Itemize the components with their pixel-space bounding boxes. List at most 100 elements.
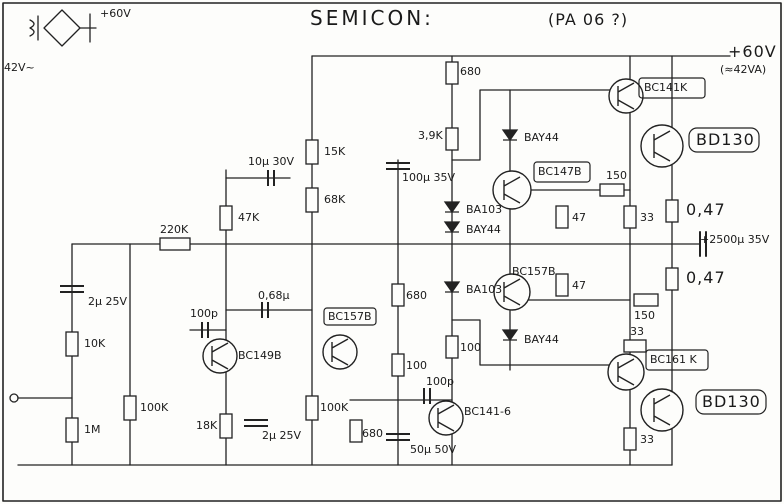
- r-100k-b-label: 100K: [320, 401, 349, 414]
- r-047-b-label: 0,47: [686, 268, 726, 287]
- q2-symbol: [331, 338, 349, 366]
- resistor-047-a: [665, 199, 679, 223]
- capacitor-2u-b: [244, 419, 268, 427]
- capacitor-068u: [261, 302, 269, 318]
- model-note: (PA 06 ?): [548, 10, 629, 29]
- q9-label: BD130: [702, 392, 761, 411]
- q7-label: BC161 K: [650, 353, 697, 366]
- q5-symbol: [503, 176, 521, 204]
- resistor-10k: [65, 331, 79, 357]
- schematic-title: SEMICON:: [310, 6, 434, 30]
- resistor-47-a: [555, 205, 569, 229]
- r-47-b-label: 47: [572, 279, 586, 292]
- q9-symbol: [653, 394, 671, 426]
- transistor-q3: [428, 400, 464, 436]
- q1-symbol: [211, 342, 229, 370]
- resistor-47-b: [555, 273, 569, 297]
- q7-label-box: [645, 349, 709, 371]
- r-47-a-label: 47: [572, 211, 586, 224]
- resistor-150-a: [599, 183, 625, 197]
- r-10k-label: 10K: [84, 337, 106, 350]
- c-2u-input-label: 2µ 25V: [88, 295, 128, 308]
- bridge-rectifier: [43, 9, 81, 47]
- capacitor-100u: [386, 162, 410, 170]
- r-100k-a-label: 100K: [140, 401, 169, 414]
- q6-symbol: [503, 278, 521, 306]
- diode-ba103-a: [443, 201, 461, 214]
- resistor-100-b: [445, 335, 459, 359]
- c-2u-b-label: 2µ 25V: [262, 429, 302, 442]
- transistor-q9: [640, 388, 684, 432]
- q1-label: BC149B: [238, 349, 282, 362]
- r-100-b-label: 100: [460, 341, 481, 354]
- q2-label-box: [323, 307, 377, 326]
- r-680-mid-label: 680: [406, 289, 427, 302]
- resistor-100k-b: [305, 395, 319, 421]
- mains-transformer: [29, 15, 39, 41]
- transistor-q1: [202, 338, 238, 374]
- diode-bay44-c: [501, 329, 519, 342]
- r-150-a-label: 150: [606, 169, 627, 182]
- q6-label: BC157B: [512, 265, 556, 278]
- capacitor-2u-input: [60, 285, 84, 293]
- q8-label-box: [688, 127, 760, 153]
- transistor-q2: [322, 334, 358, 370]
- q8-label: BD130: [696, 130, 755, 149]
- vas-link-upper: [451, 89, 631, 161]
- rail-voltage-label: +60V: [728, 42, 777, 61]
- rail-current-label: (≈42VA): [720, 63, 767, 76]
- r-680-bot-label: 680: [362, 427, 383, 440]
- c-2500u-label: +2500µ 35V: [700, 233, 770, 246]
- r-33-c-label: 33: [640, 433, 654, 446]
- capacitor-10u: [267, 170, 275, 186]
- c-068u-label: 0,68µ: [258, 289, 290, 302]
- r-33-a-label: 33: [640, 211, 654, 224]
- d1-label: BAY44: [524, 131, 559, 144]
- r-220k-label: 220K: [160, 223, 189, 236]
- q5-label: BC147B: [538, 165, 582, 178]
- c-100p-b-label: 100p: [426, 375, 454, 388]
- bridge-output-label: +60V: [100, 7, 131, 20]
- resistor-1m: [65, 417, 79, 443]
- capacitor-50u: [386, 433, 410, 441]
- transistor-q5: [492, 170, 532, 210]
- q4-label-box: [638, 77, 706, 99]
- capacitor-100p-a: [201, 322, 209, 338]
- d2-label: BA103: [466, 203, 503, 216]
- resistor-220k: [159, 237, 191, 251]
- q3-label: BC141-6: [464, 405, 511, 418]
- r-33-b-label: 33: [630, 325, 644, 338]
- transistor-q6: [493, 273, 531, 311]
- q8-symbol: [653, 130, 671, 162]
- c-10u-label: 10µ 30V: [248, 155, 295, 168]
- resistor-39k: [445, 127, 459, 151]
- c-50u-label: 50µ 50V: [410, 443, 457, 456]
- q9-label-box: [695, 389, 767, 415]
- c-100p-a-label: 100p: [190, 307, 218, 320]
- transistor-q8: [640, 124, 684, 168]
- r-1m-label: 1M: [84, 423, 101, 436]
- r-15k-label: 15K: [324, 145, 346, 158]
- resistor-680-top: [445, 61, 459, 85]
- output-capacitor: [699, 231, 707, 257]
- resistor-18k: [219, 413, 233, 439]
- q3-symbol: [437, 404, 455, 432]
- r-047-a-label: 0,47: [686, 200, 726, 219]
- d4-label: BA103: [466, 283, 503, 296]
- diode-ba103-b: [443, 281, 461, 294]
- resistor-680-mid: [391, 283, 405, 307]
- bridge-output: [79, 13, 97, 43]
- transistor-q4: [608, 78, 644, 114]
- q2-label: BC157B: [328, 310, 372, 323]
- resistor-33-b: [623, 339, 647, 353]
- q4-symbol: [617, 82, 635, 110]
- r-100-a-label: 100: [406, 359, 427, 372]
- capacitor-100p-b: [423, 388, 431, 404]
- resistor-15k: [305, 139, 319, 165]
- q4-label: BC141K: [644, 81, 688, 94]
- c-100u-label: 100µ 35V: [402, 171, 456, 184]
- r-18k-label: 18K: [196, 419, 218, 432]
- resistor-680-bot: [349, 419, 363, 443]
- resistor-150-b: [633, 293, 659, 307]
